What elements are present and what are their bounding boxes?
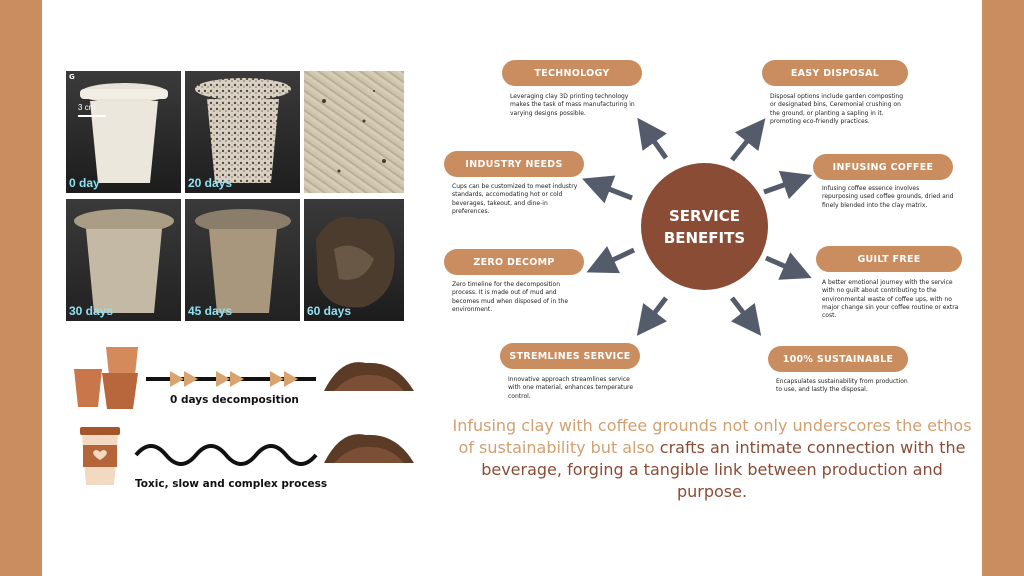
cup-white-image [80, 83, 168, 183]
streamlines-text: Innovative approach streamlines service … [508, 376, 634, 400]
industry-needs-text: Cups can be customized to meet industry … [452, 183, 578, 215]
corner-letter: G [69, 73, 75, 81]
guilt-free-text: A better emotional journey with the serv… [822, 279, 959, 320]
closing-quote: Infusing clay with coffee grounds not on… [452, 415, 972, 503]
quote-part-1: Infusing clay with coffee grounds not on… [452, 416, 972, 457]
technology-text: Leveraging clay 3D printing technology m… [510, 93, 635, 117]
soil-pile-icon [324, 434, 414, 463]
toxic-caption: Toxic, slow and complex process [135, 478, 328, 490]
texture-image [322, 90, 386, 173]
quote-part-2: crafts an intimate connection with the b… [481, 438, 966, 501]
photo-label: 30 days [69, 304, 114, 318]
service-benefits-circle: SERVICE BENEFITS [641, 163, 768, 290]
radial-arrows [582, 117, 813, 336]
easy-disposal-pill: EASY DISPOSAL [762, 60, 908, 86]
scale-label: 3 cm [78, 103, 107, 117]
paper-cup-icon [80, 427, 120, 485]
streamlines-pill: STREMLINES SERVICE [500, 343, 640, 369]
infusing-coffee-text: Infusing coffee essence involves repurpo… [822, 185, 954, 209]
photo-texture-closeup [304, 71, 404, 193]
cup-speckled-image [195, 78, 291, 183]
photo-label: 20 days [188, 176, 233, 190]
industry-needs-pill: INDUSTRY NEEDS [444, 151, 584, 177]
photo-30-days: 30 days [66, 199, 181, 321]
photo-45-days: 45 days [185, 199, 300, 321]
center-line-1: SERVICE [668, 206, 741, 225]
photo-label: 0 day [69, 176, 100, 190]
cup-decaying-image [74, 209, 174, 313]
eco-caption: 0 days decomposition [170, 394, 299, 406]
arrow-heads [170, 371, 298, 387]
sustainable-pill: 100% SUSTAINABLE [768, 346, 908, 372]
guilt-free-pill: GUILT FREE [816, 246, 962, 272]
photo-0-day: G 0 day [66, 71, 181, 193]
zero-decomp-pill: ZERO DECOMP [444, 249, 584, 275]
photo-60-days: 60 days [304, 199, 404, 321]
zero-decomp-text: Zero timeline for the decomposition proc… [452, 281, 569, 313]
cup-crumbling-image [195, 209, 291, 313]
sustainable-text: Encapsulates sustainability from product… [776, 378, 908, 394]
cup-collapsed-image [316, 216, 395, 308]
photo-label: 60 days [307, 304, 352, 318]
technology-pill: TECHNOLOGY [502, 60, 642, 86]
photo-label: 45 days [188, 304, 233, 318]
clay-cups-icon [74, 347, 138, 409]
photo-20-days: 20 days [185, 71, 300, 193]
infusing-coffee-pill: INFUSING COFFEE [813, 154, 953, 180]
soil-pile-icon [324, 362, 414, 391]
easy-disposal-text: Disposal options include garden composti… [770, 93, 904, 125]
center-line-2: BENEFITS [663, 228, 746, 247]
comparison-illustration [74, 347, 414, 485]
